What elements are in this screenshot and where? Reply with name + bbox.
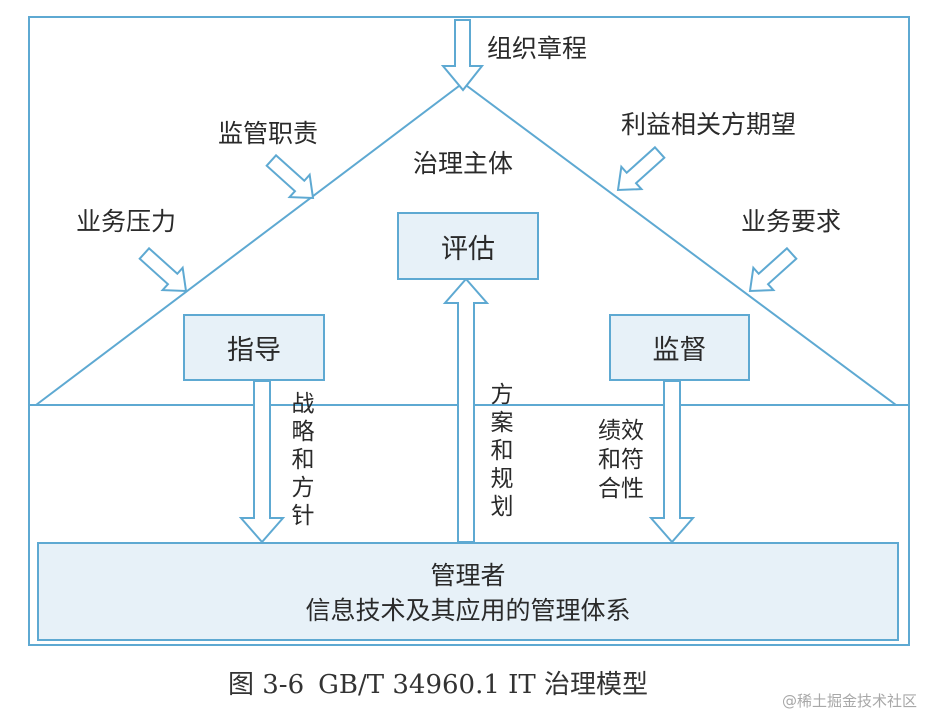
business-pressure-arrow: [138, 246, 188, 293]
management-base-box: 管理者 信息技术及其应用的管理体系: [37, 542, 899, 641]
figure-caption: 图 3-6 GB/T 34960.1 IT 治理模型: [228, 669, 662, 701]
business-requirement-arrow: [748, 246, 798, 293]
figure-title: GB/T 34960.1 IT 治理模型: [318, 670, 649, 700]
strategy-arrow: [238, 380, 286, 544]
charter-label: 组织章程: [487, 34, 588, 63]
plans-programs-label: 方案和规划: [490, 382, 514, 520]
management-system-label: 信息技术及其应用的管理体系: [305, 596, 631, 625]
monitor-label: 监督: [652, 335, 707, 366]
performance-line-2: 和符: [598, 447, 644, 473]
evaluate-box: 评估: [397, 212, 539, 280]
governing-body-label: 治理主体: [413, 149, 514, 178]
manager-label: 管理者: [430, 561, 506, 590]
stakeholder-expectation-label: 利益相关方期望: [621, 110, 797, 139]
figure-number: 图 3-6: [228, 670, 305, 700]
performance-line-1: 绩效: [598, 418, 644, 444]
business-pressure-label: 业务压力: [76, 207, 177, 236]
outer-frame: [28, 16, 910, 646]
watermark: @稀土掘金技术社区: [781, 692, 917, 710]
direct-box: 指导: [183, 314, 325, 381]
charter-arrow: [440, 19, 485, 92]
plans-arrow: [442, 277, 490, 543]
strategy-policy-label: 战略和方针: [291, 391, 315, 529]
business-requirement-label: 业务要求: [741, 207, 842, 236]
performance-compliance-label: 绩效 和符 合性: [598, 417, 654, 504]
regulatory-duty-label: 监管职责: [218, 119, 319, 148]
stakeholder-arrow: [616, 145, 666, 192]
regulatory-arrow: [265, 153, 315, 200]
monitor-box: 监督: [609, 314, 750, 381]
evaluate-label: 评估: [441, 233, 495, 265]
performance-line-3: 合性: [598, 476, 644, 502]
direct-label: 指导: [227, 335, 281, 366]
performance-arrow: [648, 380, 696, 544]
